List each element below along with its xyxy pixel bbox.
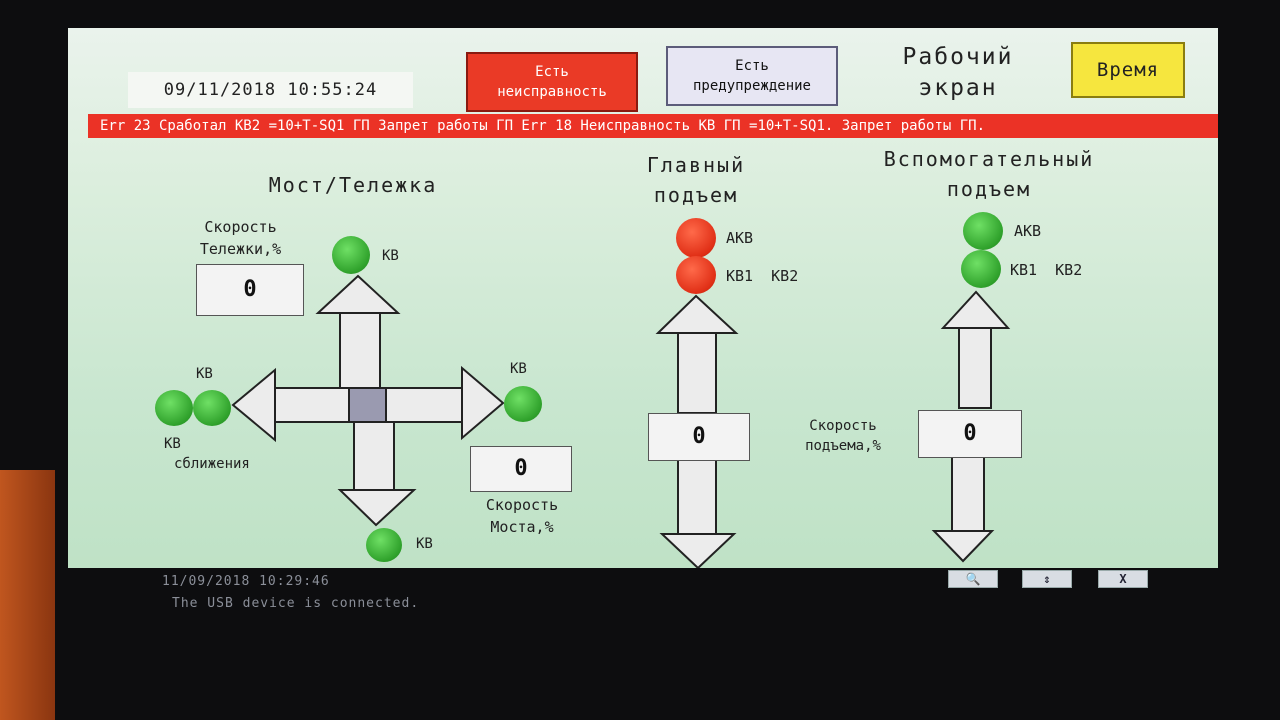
main-hoist-shaft-top xyxy=(677,332,717,414)
main-hoist-akv-lamp xyxy=(676,218,716,258)
bridge-kv-bottom-lamp xyxy=(366,528,402,562)
main-hoist-arrow-down-icon xyxy=(659,533,737,568)
arrow-up-icon xyxy=(315,274,401,314)
main-hoist-title-line1: Главный xyxy=(646,153,746,177)
main-hoist-kv12-lamp xyxy=(676,256,716,294)
bridge-kv-left-inner-lamp xyxy=(193,390,231,426)
cross-shaft-left xyxy=(270,387,350,423)
main-hoist-akv-label: АКВ xyxy=(726,229,754,247)
fault-button-line1: Есть xyxy=(535,64,569,80)
bridge-speed-label: Скорость Моста,% xyxy=(466,494,578,538)
arrow-left-icon xyxy=(231,367,276,443)
bridge-title: Мост/Тележка xyxy=(268,173,438,197)
close-button[interactable]: X xyxy=(1098,570,1148,588)
trolley-speed-label-line2: Тележки,% xyxy=(199,240,282,258)
status-bar: 11/09/2018 10:29:46 The USB device is co… xyxy=(0,568,1280,720)
aux-hoist-arrow-up-icon xyxy=(940,290,1011,329)
device-bezel xyxy=(0,470,55,720)
aux-hoist-kv12-lamp xyxy=(961,250,1001,288)
status-timestamp: 11/09/2018 10:29:46 xyxy=(162,574,330,589)
warning-button[interactable]: Есть предупреждение xyxy=(666,46,838,106)
trolley-speed-label: Скорость Тележки,% xyxy=(178,216,303,260)
close-icon: X xyxy=(1119,572,1127,586)
bridge-kv-approach-line1: КВ xyxy=(164,436,181,452)
bridge-speed-label-line2: Моста,% xyxy=(490,518,554,536)
warning-button-line1: Есть xyxy=(735,58,769,74)
main-hoist-shaft-bottom xyxy=(677,459,717,536)
aux-hoist-shaft-top xyxy=(958,325,992,409)
search-button[interactable]: 🔍 xyxy=(948,570,998,588)
aux-hoist-kv12-label: КВ1 КВ2 xyxy=(1010,261,1083,279)
trolley-speed-label-line1: Скорость xyxy=(204,218,277,236)
arrow-right-icon xyxy=(461,365,505,441)
bridge-kv-approach-label: КВ сближения xyxy=(164,434,250,474)
time-button[interactable]: Время xyxy=(1071,42,1185,98)
screen-title-line1: Рабочий xyxy=(902,44,1014,70)
aux-hoist-akv-label: АКВ xyxy=(1014,222,1042,240)
aux-hoist-title-line1: Вспомогательный xyxy=(883,147,1095,171)
fault-button[interactable]: Есть неисправность xyxy=(466,52,638,112)
bridge-kv-top-label: КВ xyxy=(382,248,399,264)
move-button[interactable]: ⇕ xyxy=(1022,570,1072,588)
aux-hoist-title-line2: подъем xyxy=(946,177,1032,201)
aux-hoist-speed-value[interactable]: 0 xyxy=(918,410,1022,458)
aux-hoist-akv-lamp xyxy=(963,212,1003,250)
bridge-kv-bottom-label: КВ xyxy=(416,536,433,552)
move-icon: ⇕ xyxy=(1043,572,1051,586)
datetime-display: 09/11/2018 10:55:24 xyxy=(128,72,413,108)
hoist-speed-label-line2: подъема,% xyxy=(805,438,881,454)
bridge-kv-approach-line2: сближения xyxy=(174,456,250,472)
main-hoist-title: Главный подъем xyxy=(616,150,776,210)
main-hoist-speed-value[interactable]: 0 xyxy=(648,413,750,461)
bridge-kv-right-lamp xyxy=(504,386,542,422)
aux-hoist-arrow-down-icon xyxy=(931,530,995,563)
cross-shaft-down xyxy=(353,419,395,491)
bridge-kv-right-label: КВ xyxy=(510,361,527,377)
search-icon: 🔍 xyxy=(965,572,981,586)
arrow-down-icon xyxy=(337,489,417,527)
bridge-speed-label-line1: Скорость xyxy=(485,496,559,514)
main-hoist-kv12-label: КВ1 КВ2 xyxy=(726,267,799,285)
main-hoist-title-line2: подъем xyxy=(653,183,739,207)
direction-arrows xyxy=(231,274,1011,568)
status-message: The USB device is connected. xyxy=(172,596,420,611)
cross-center xyxy=(348,387,387,423)
warning-button-line2: предупреждение xyxy=(692,78,811,94)
bridge-kv-top-lamp xyxy=(332,236,370,274)
aux-hoist-shaft-bottom xyxy=(951,455,985,533)
trolley-speed-value[interactable]: 0 xyxy=(196,264,304,316)
cross-shaft-right xyxy=(385,387,465,423)
bridge-kv-left-outer-lamp xyxy=(155,390,193,426)
cross-shaft-up xyxy=(339,312,381,389)
fault-button-line2: неисправность xyxy=(497,84,607,100)
screen-title: Рабочий экран xyxy=(878,42,1038,104)
hoist-speed-label-line1: Скорость xyxy=(809,418,877,434)
bridge-kv-left-top-label: КВ xyxy=(196,366,213,382)
screen-title-line2: экран xyxy=(918,75,998,101)
main-hoist-arrow-up-icon xyxy=(655,294,739,334)
error-message-bar: Err 23 Сработал КВ2 =10+T-SQ1 ГП Запрет … xyxy=(88,114,1218,138)
hoist-speed-label: Скорость подъема,% xyxy=(778,416,908,456)
bridge-speed-value[interactable]: 0 xyxy=(470,446,572,492)
hmi-screen: 09/11/2018 10:55:24 Есть неисправность Е… xyxy=(68,28,1218,568)
aux-hoist-title: Вспомогательный подъем xyxy=(858,144,1120,204)
